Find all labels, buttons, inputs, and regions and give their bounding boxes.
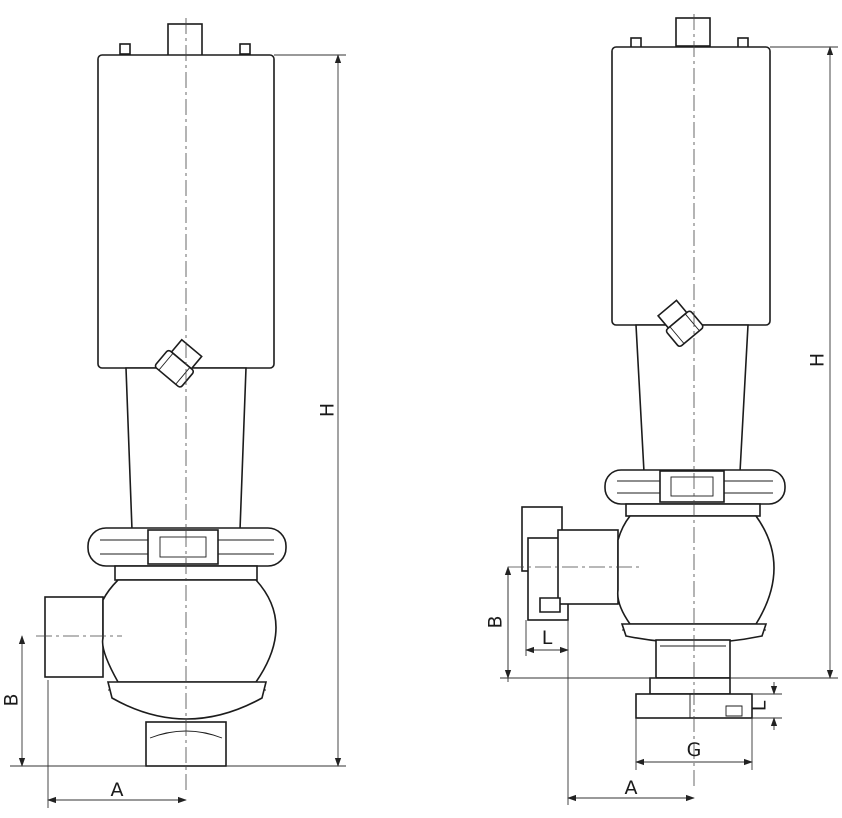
left-bolt: [119, 43, 131, 55]
right-label-a: A: [625, 777, 638, 799]
left-side-port: [44, 596, 104, 678]
left-valve-view: H B A: [1, 18, 346, 808]
left-body-bottom: [106, 681, 268, 720]
right-valve-view: H B L G L A: [485, 14, 838, 805]
right-label-g: G: [687, 739, 702, 761]
left-stem: [167, 23, 203, 57]
right-stem: [675, 17, 711, 47]
left-bolt: [239, 43, 251, 55]
left-label-h: H: [317, 403, 339, 417]
left-label-a: A: [111, 779, 124, 801]
right-valve-body: [616, 515, 775, 625]
right-coupling-top: [649, 677, 731, 695]
left-valve-body: [101, 579, 277, 683]
right-lantern: [635, 324, 749, 473]
left-air-fitting: [154, 338, 203, 388]
right-label-l-bottom: L: [749, 700, 771, 711]
right-actuator-cylinder: [611, 46, 771, 326]
right-label-h: H: [807, 353, 829, 367]
right-clamp-lock: [659, 470, 725, 503]
left-clamp-lock: [147, 529, 219, 565]
right-label-l-side: L: [542, 627, 553, 649]
right-collar: [625, 503, 761, 517]
left-label-b: B: [1, 693, 23, 706]
right-label-b: B: [485, 615, 507, 628]
